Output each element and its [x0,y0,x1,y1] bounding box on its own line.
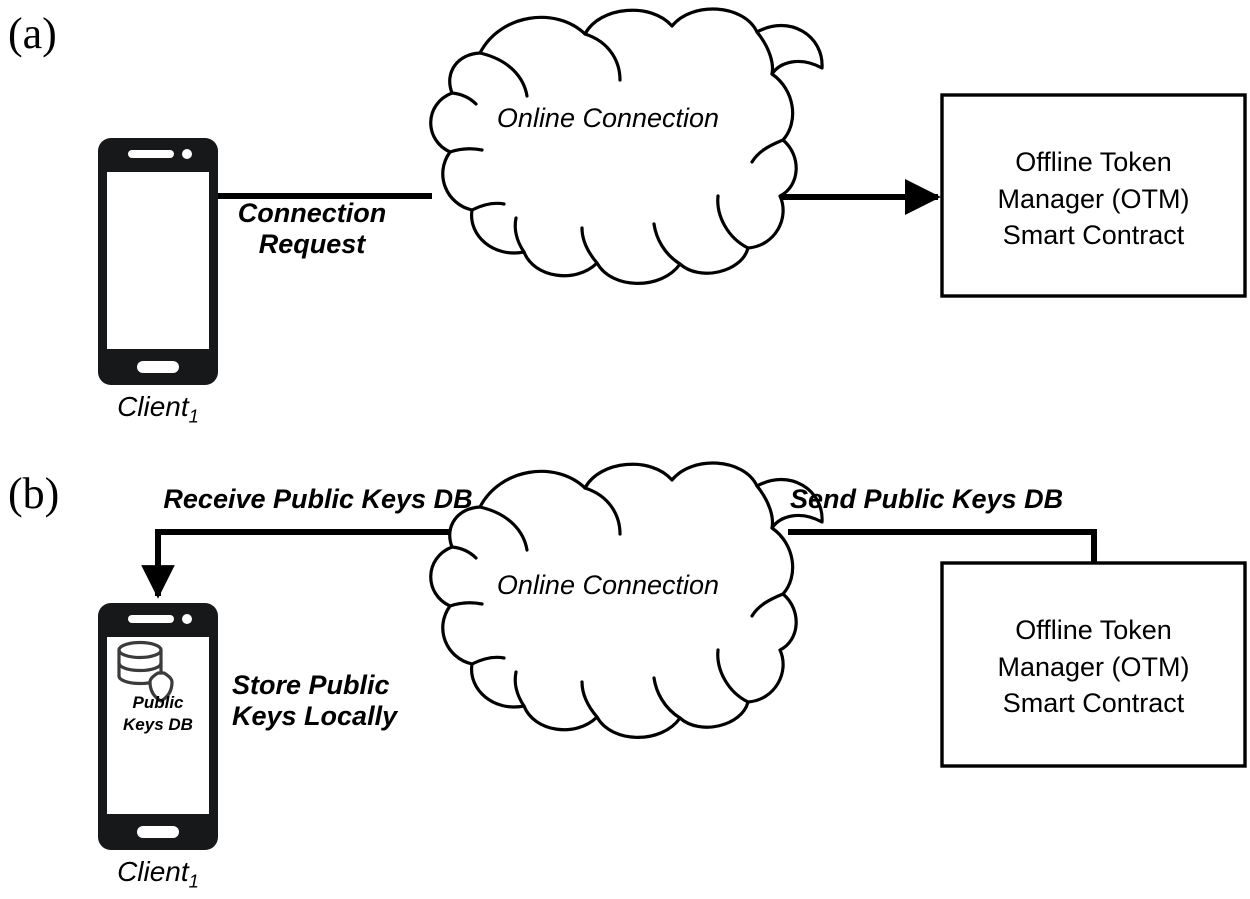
phone-home-button-b [137,826,179,838]
phone-camera-a [182,149,192,159]
cloud-label-b: Online Connection [496,570,720,600]
cloud-label-a: Online Connection [496,103,720,133]
client-caption-b: Client1 [98,856,218,893]
edge-send-keys-line [788,529,1097,562]
otm-box-text-a: Offline Token Manager (OTM) Smart Contra… [997,147,1190,251]
phone-screen-db-label: Public Keys DB [123,693,193,735]
phone-speaker-b [128,615,174,623]
client-caption-b-name: Client [117,856,189,887]
phone-speaker-a [128,150,174,158]
edge-receive-keys-line [141,529,450,599]
client-caption-a-sub: 1 [188,405,199,427]
otm-box-text-b: Offline Token Manager (OTM) Smart Contra… [997,615,1190,719]
edge-label-connection-request: Connection Request [237,198,387,260]
panel-label-b: (b) [8,469,60,518]
edge-label-store-public-keys-locally: Store Public Keys Locally [232,670,398,732]
client-caption-a-name: Client [117,391,189,422]
panel-label-a: (a) [8,9,57,58]
edge-label-receive-public-keys-db: Receive Public Keys DB [163,484,473,514]
phone-home-button-a [137,361,179,373]
phone-screen-a [107,172,209,349]
edge-label-send-public-keys-db: Send Public Keys DB [790,484,1064,514]
client-caption-a: Client1 [98,391,218,428]
client-caption-b-sub: 1 [188,870,199,892]
client-phone-a [98,138,218,385]
phone-camera-b [182,614,192,624]
cloud-shape-a [429,7,824,285]
